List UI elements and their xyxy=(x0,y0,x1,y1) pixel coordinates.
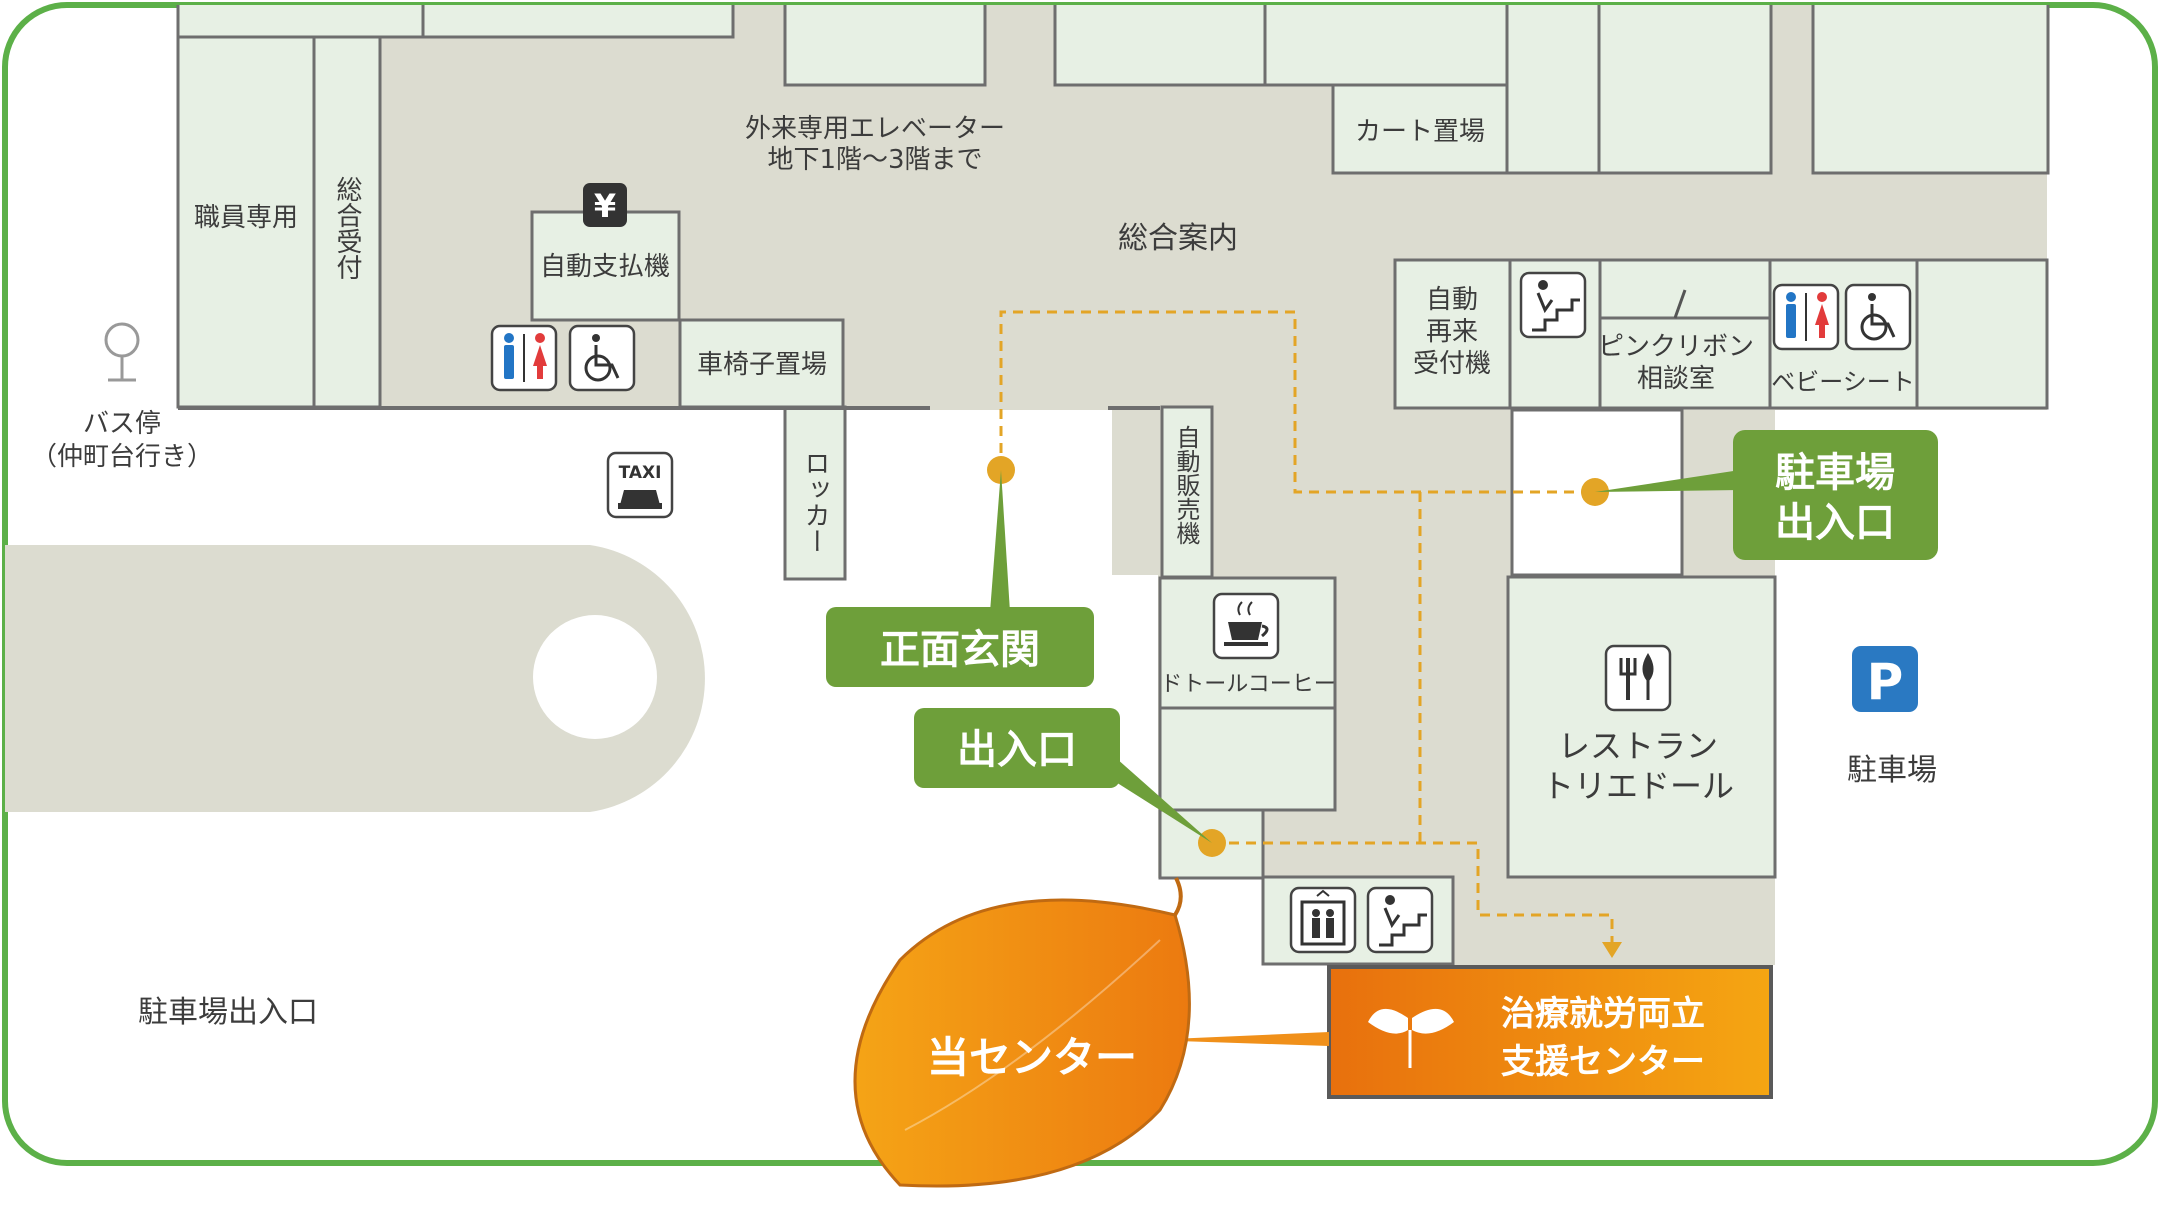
label-baby-seat: ベビーシート xyxy=(1771,368,1915,396)
room-top-right-2 xyxy=(1597,5,1773,175)
label-pink-ribbon-line2: 相談室 xyxy=(1637,364,1715,394)
support-center-line2: 支援センター xyxy=(1501,1042,1705,1082)
roundabout-island xyxy=(533,615,657,739)
svg-text:駐車場: 駐車場 xyxy=(1775,450,1895,496)
svg-text:P: P xyxy=(1867,653,1904,711)
support-center: 治療就労両立 支援センター xyxy=(1327,965,1773,1099)
room-top-left-1 xyxy=(176,5,425,39)
room-right-end xyxy=(1915,258,2049,410)
label-elevator-line1: 外来専用エレベーター xyxy=(745,114,1005,144)
label-revisit-line3: 受付機 xyxy=(1413,349,1491,379)
tag-entrance: 出入口 xyxy=(914,708,1212,843)
room-top-mid-1 xyxy=(783,5,987,87)
room-payment-machine xyxy=(530,210,681,322)
label-parking-entrance: 駐車場出入口 xyxy=(138,995,318,1030)
label-parking: 駐車場 xyxy=(1847,753,1937,788)
room-revisit-machine xyxy=(1393,258,1512,410)
room-top-mid-2 xyxy=(1053,5,1267,87)
coffee-icon xyxy=(1212,592,1280,660)
restroom-icon-left xyxy=(490,324,558,392)
label-wheelchair-area: 車椅子置場 xyxy=(697,350,827,380)
taxi-icon: TAXI xyxy=(606,451,674,519)
tag-parking-entrance: 駐車場 出入口 xyxy=(1595,430,1938,560)
room-restaurant xyxy=(1506,575,1777,879)
svg-text:正面玄関: 正面玄関 xyxy=(880,627,1040,673)
label-vending-machine: 自動販売機 xyxy=(1172,425,1200,545)
room-top-right-3 xyxy=(1811,5,2050,175)
label-payment-machine: 自動支払機 xyxy=(540,252,670,282)
label-pink-ribbon-line1: ピンクリボン xyxy=(1598,332,1754,362)
this-center-leaf: 当センター xyxy=(853,877,1329,1188)
svg-text:出入口: 出入口 xyxy=(1775,500,1895,546)
svg-text:出入口: 出入口 xyxy=(957,727,1077,773)
stairs-icon-top xyxy=(1519,271,1587,339)
label-general-reception: 総合受付 xyxy=(332,176,362,280)
label-bus-stop-line2: （仲町台行き） xyxy=(31,442,213,472)
label-information: 総合案内 xyxy=(1118,221,1238,256)
label-restaurant-line2: トリエドール xyxy=(1542,767,1734,805)
room-cart-area xyxy=(1331,83,1509,175)
label-revisit-line2: 再来 xyxy=(1426,317,1478,347)
label-bus-stop-line1: バス停 xyxy=(83,409,161,439)
svg-text:TAXI: TAXI xyxy=(619,463,662,483)
wheelchair-icon-left xyxy=(568,324,636,392)
room-top-left-2 xyxy=(421,5,735,39)
wheelchair-icon-right xyxy=(1844,283,1912,351)
support-center-line1: 治療就労両立 xyxy=(1501,994,1705,1034)
sprout-icon xyxy=(1368,1008,1454,1068)
elevator-icon xyxy=(1289,886,1357,954)
parking-icon: P xyxy=(1852,646,1918,712)
route-arrow xyxy=(1602,942,1622,958)
route-path xyxy=(999,310,1614,945)
restroom-icon-right xyxy=(1772,283,1840,351)
bus-stop-icon xyxy=(104,322,140,382)
room-locker xyxy=(783,405,847,581)
label-cart-area: カート置場 xyxy=(1355,117,1485,147)
label-locker: ロッカー xyxy=(800,450,830,554)
room-top-right-1 xyxy=(1505,5,1601,175)
drive-loop xyxy=(5,545,705,812)
label-staff-only: 職員専用 xyxy=(194,203,298,233)
label-coffee-shop: ドトールコーヒー xyxy=(1160,672,1336,697)
stairs-icon-bottom xyxy=(1366,886,1434,954)
label-revisit-line1: 自動 xyxy=(1426,285,1478,315)
cutlery-icon xyxy=(1604,644,1672,712)
leaf-label: 当センター xyxy=(927,1033,1137,1082)
room-vending xyxy=(1160,405,1214,579)
svg-text:¥: ¥ xyxy=(594,187,616,225)
yen-icon: ¥ xyxy=(583,183,627,227)
room-coffee-back xyxy=(1158,706,1337,812)
room-top-mid-3 xyxy=(1263,5,1509,87)
label-restaurant-line1: レストラン xyxy=(1558,727,1718,765)
room-general-reception xyxy=(312,35,382,409)
label-elevator-line2: 地下1階〜3階まで xyxy=(767,145,982,175)
room-pink-ribbon xyxy=(1598,258,1772,410)
tag-main-entrance: 正面玄関 xyxy=(826,470,1094,687)
